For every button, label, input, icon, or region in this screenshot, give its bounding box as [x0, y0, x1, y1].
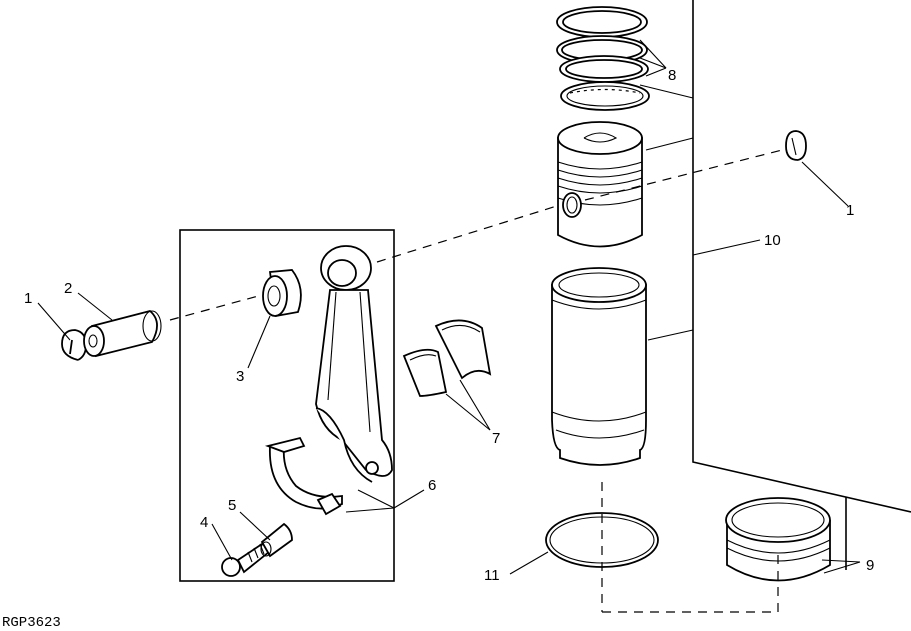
label-piston-pin: 2: [64, 280, 72, 297]
label-snap-ring-right: 1: [846, 202, 854, 219]
leader-lines: [37, 39, 861, 575]
label-o-ring: 11: [484, 567, 500, 584]
label-packing-rings: 9: [866, 557, 874, 574]
label-rod-bearings: 7: [492, 430, 500, 447]
connecting-rod-assembly-box: [179, 229, 395, 582]
label-connecting-rod: 6: [428, 477, 436, 494]
connecting-rod: [315, 245, 393, 483]
piston-pin: [83, 310, 162, 358]
label-dowel: 5: [228, 497, 236, 514]
rod-cap: [264, 436, 343, 516]
piston-rings: [556, 6, 650, 111]
rod-bearings: [402, 319, 492, 397]
label-cylinder-block: 10: [764, 232, 781, 249]
pin-bushing: [262, 269, 302, 318]
label-snap-ring-left: 1: [24, 290, 32, 307]
cylinder-liner: [551, 267, 647, 466]
alignment-lines: [169, 147, 791, 613]
label-piston-rings: 8: [668, 67, 676, 84]
dowel: [260, 522, 293, 558]
label-cap-screw: 4: [200, 514, 208, 531]
cylinder-block: [639, 0, 911, 570]
snap-ring-right: [785, 130, 807, 161]
packing-rings: [725, 497, 831, 582]
figure-code: RGP3623: [2, 615, 61, 631]
label-pin-bushing: 3: [236, 368, 244, 385]
piston: [557, 121, 643, 248]
